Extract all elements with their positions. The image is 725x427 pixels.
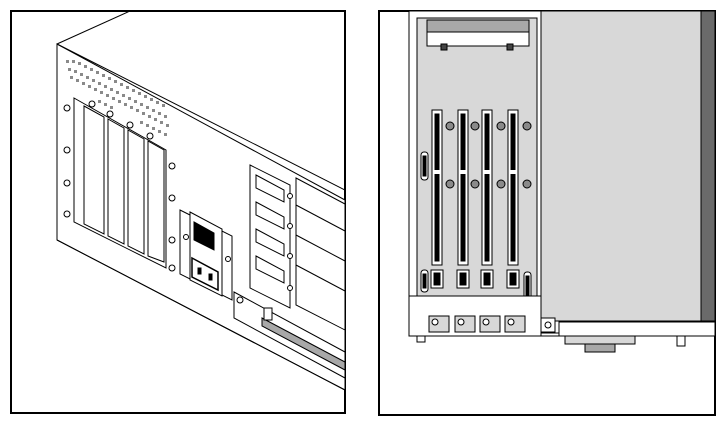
- slot-bracket-icon: [428, 315, 526, 333]
- side-cover: [540, 11, 702, 322]
- card-cage-view: [365, 0, 725, 427]
- screw-icon: [287, 193, 293, 291]
- power-socket-icon: [191, 256, 219, 292]
- top-bracket: [426, 19, 530, 33]
- chassis-roof-line: [56, 43, 345, 191]
- rear-chassis-illustration: [10, 10, 346, 414]
- chassis-top-edge: [56, 11, 131, 45]
- screw-icon: [445, 121, 532, 189]
- option-panel: [295, 177, 345, 331]
- foot-plate: [564, 335, 636, 345]
- slot-guide-icon: [420, 151, 532, 301]
- expansion-slot-icon: [83, 105, 165, 263]
- jumper-block-icon: [430, 269, 520, 289]
- vent-grille-icon: [66, 60, 169, 136]
- card-connector-icon: [431, 109, 519, 266]
- screw-icon: [63, 100, 176, 272]
- card-cage-illustration: [378, 10, 716, 416]
- side-edge: [700, 11, 715, 322]
- chassis-base-line: [56, 239, 345, 391]
- rear-chassis-view: [0, 0, 360, 427]
- drive-bay-icon: [255, 174, 285, 284]
